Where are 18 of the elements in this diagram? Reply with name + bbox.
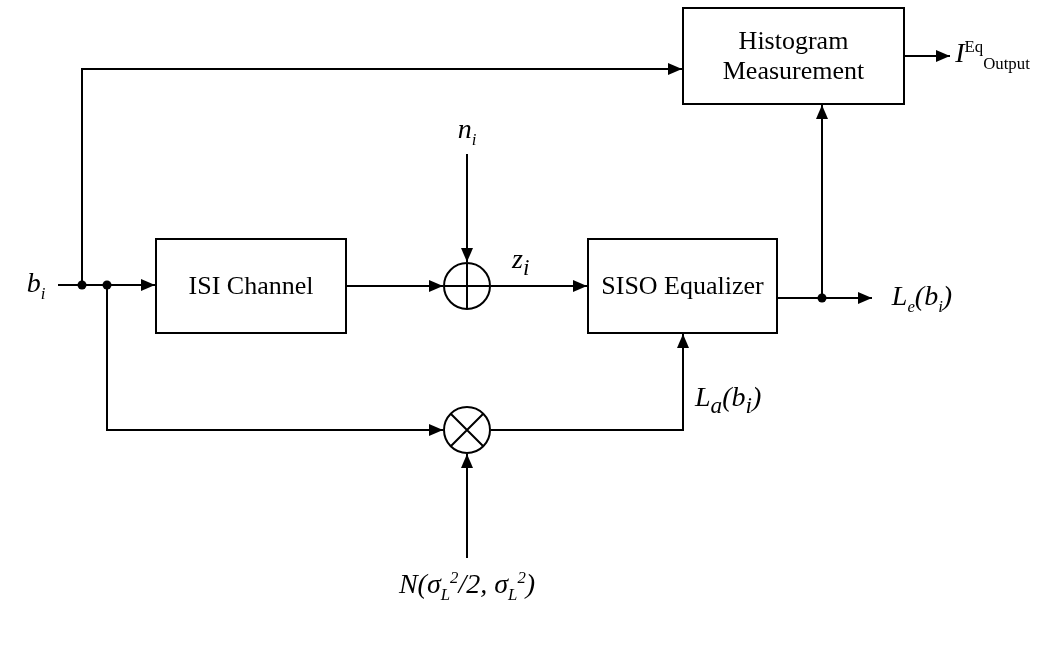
signal-label: n$_{i}$: [457, 113, 477, 149]
process-box: [682, 7, 905, 105]
arrow: [461, 453, 473, 559]
signal-label: b$_{i}$: [26, 267, 46, 303]
arrow: [346, 280, 444, 292]
block-label: ISI Channel: [188, 271, 314, 301]
signal-label: L$_{e}$(b$_{i}$): [891, 280, 953, 316]
arrow: [904, 50, 951, 62]
process-box: [155, 238, 347, 334]
arrow: [490, 333, 689, 431]
block-label: Histogram Measurement: [721, 26, 866, 86]
summing-junction: [443, 262, 491, 310]
multiplier: [443, 406, 491, 454]
arrow: [490, 280, 588, 292]
process-box: [587, 238, 778, 334]
block-label: SISO Equalizer: [601, 271, 764, 301]
signal-label: N(σ$_{L}$$^{2}$/2, σ$_{L}$$^{2}$): [398, 567, 536, 605]
arrow: [461, 153, 473, 263]
